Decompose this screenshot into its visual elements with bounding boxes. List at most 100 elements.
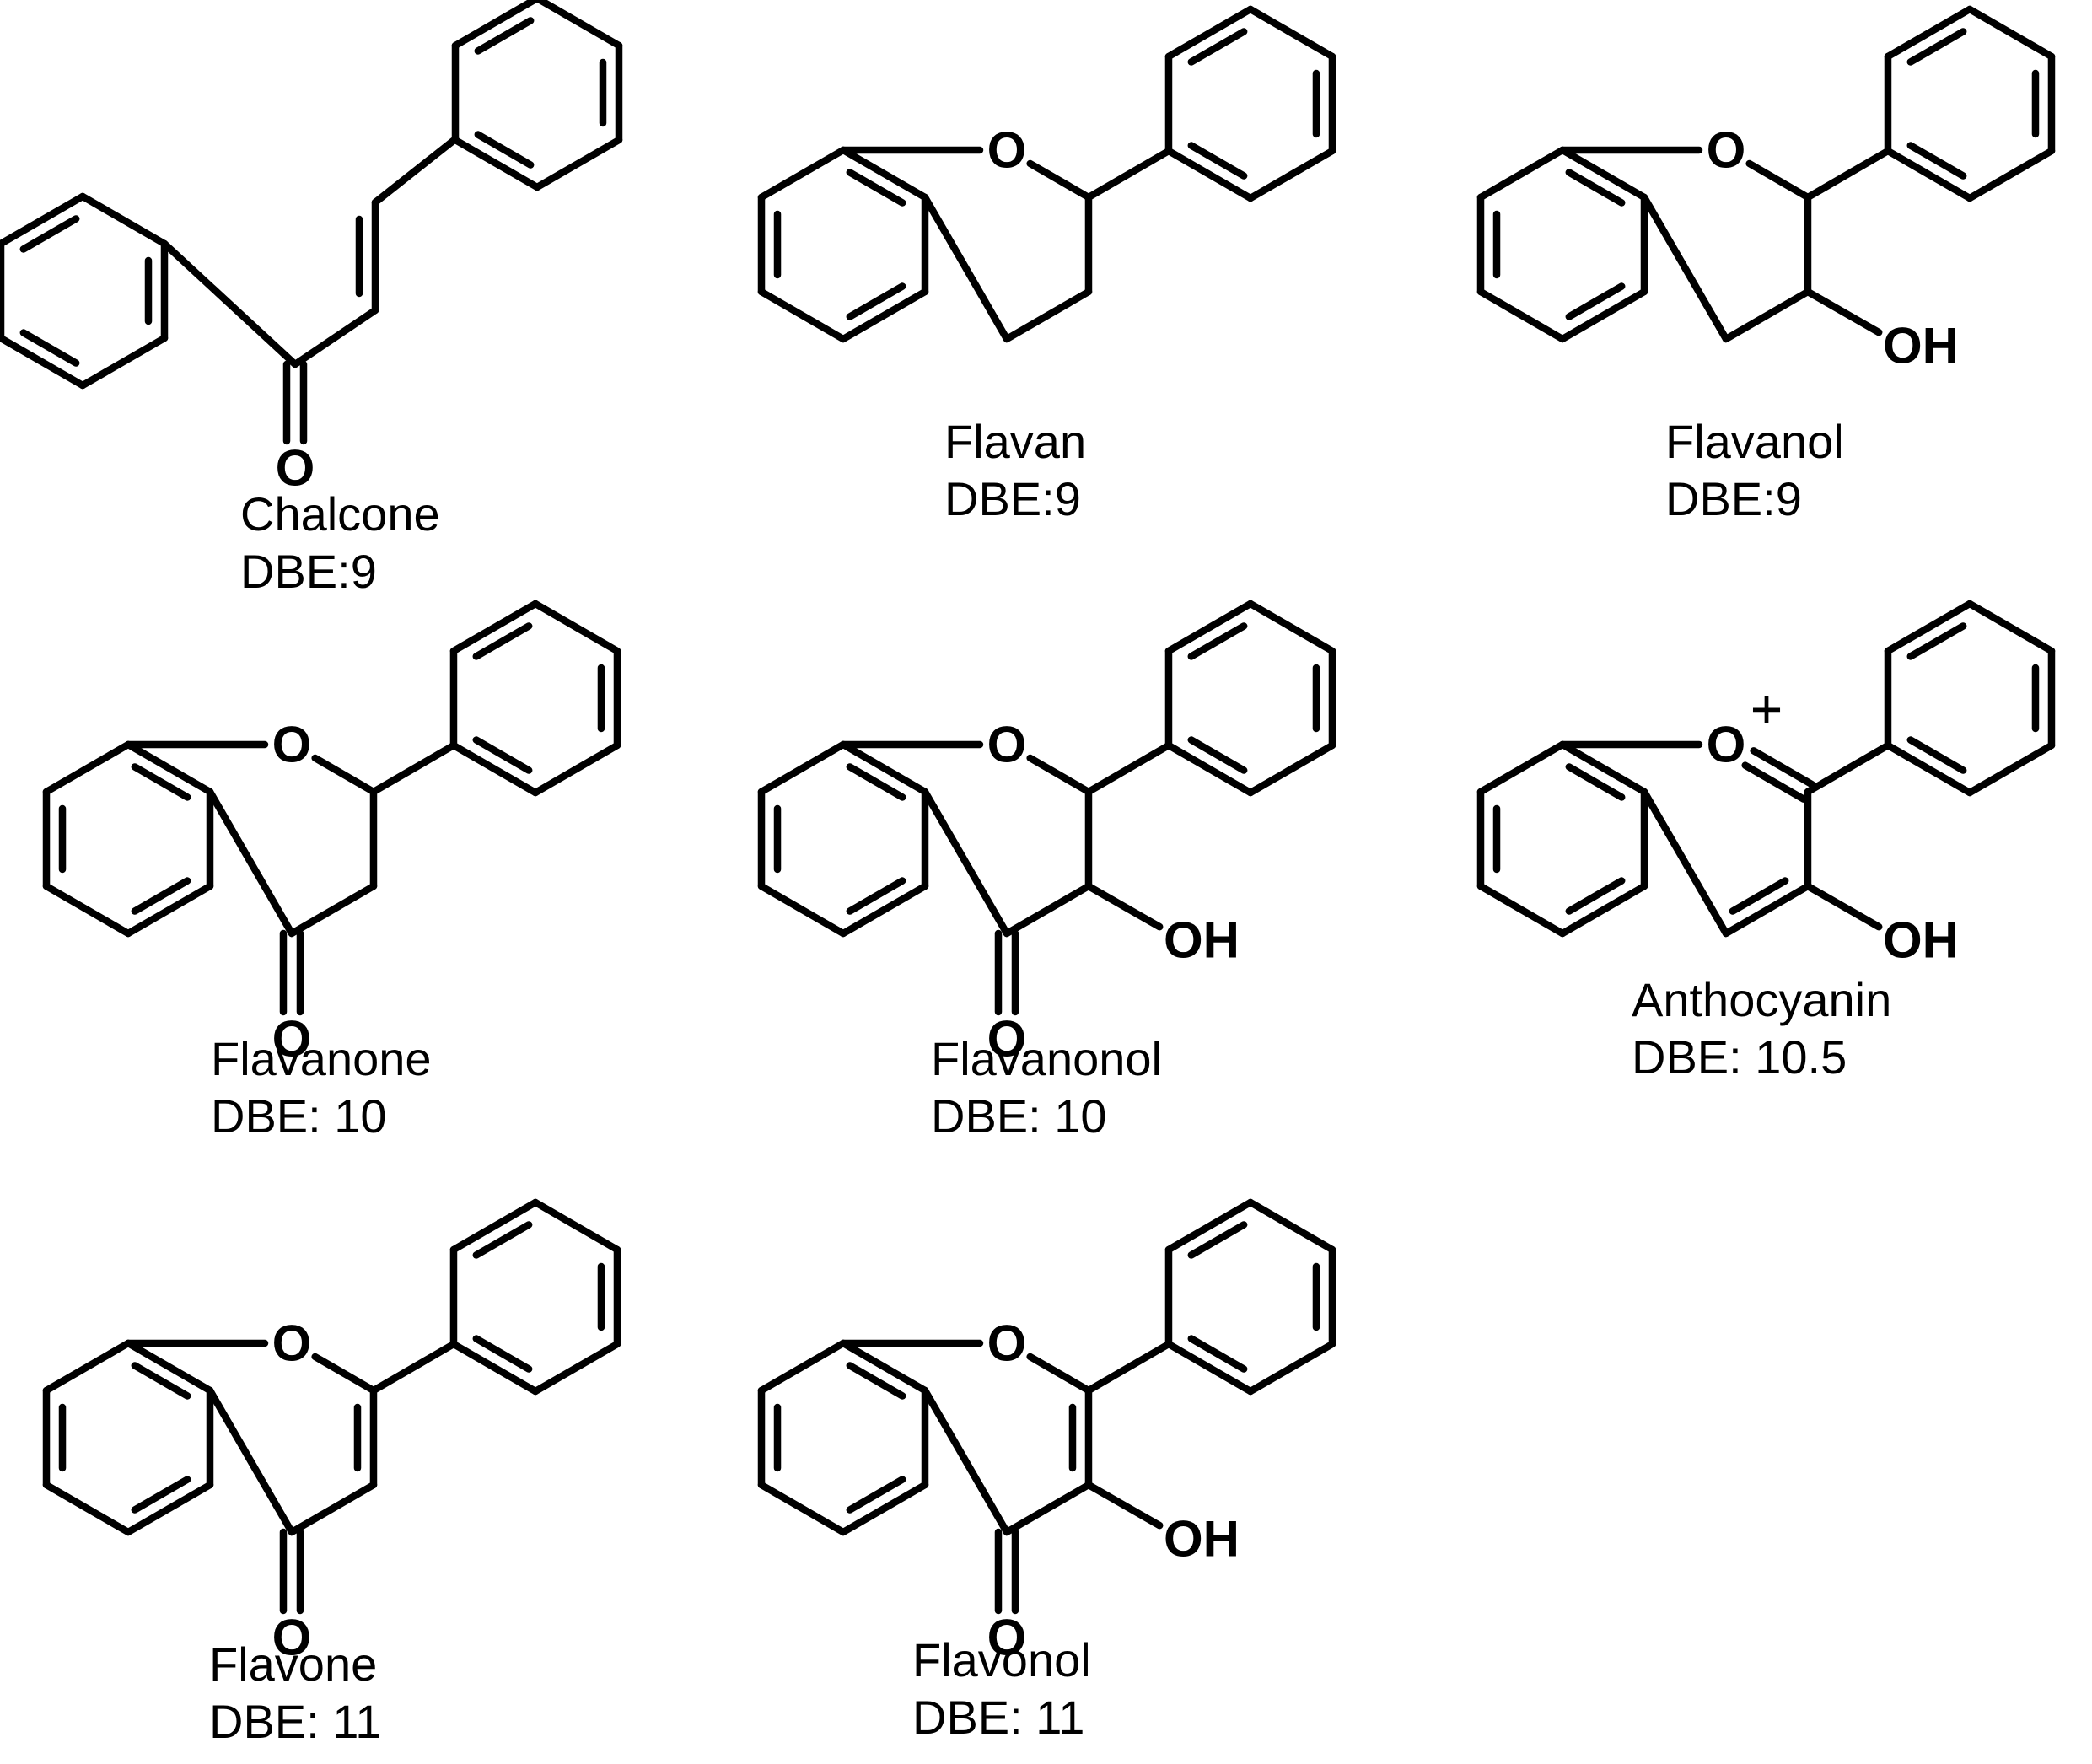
single-bond (78, 192, 169, 248)
double-bond-inner-line (472, 736, 533, 774)
single-bond (1476, 288, 1567, 343)
single-bond (449, 1198, 540, 1254)
double-bond-inner-line (1729, 877, 1789, 915)
single-bond (1804, 147, 1892, 202)
single-bond (1084, 1340, 1173, 1395)
single-bond (1084, 147, 1173, 202)
single-bond (1884, 600, 1974, 655)
single-bond (757, 1339, 847, 1395)
structure-flavanol: O OH (1476, 5, 2056, 374)
compound-dbe-flavanol: DBE:9 (1665, 472, 1802, 525)
single-bond (1164, 1340, 1255, 1396)
single-bond (1246, 741, 1336, 797)
double-bond-inner-line (1906, 622, 1967, 660)
ring-oxygen: O (1707, 122, 1746, 179)
single-bond (124, 740, 214, 796)
single-bond (1640, 193, 1730, 343)
single-bond (1246, 147, 1336, 202)
single-bond (534, 0, 623, 50)
single-bond (449, 1340, 540, 1396)
single-bond (1558, 288, 1648, 343)
single-bond (0, 334, 87, 390)
single-bond (206, 1386, 296, 1536)
single-bond (1003, 288, 1093, 343)
single-bond (311, 754, 378, 796)
single-bond (124, 1481, 214, 1536)
single-bond (1745, 159, 1812, 202)
double-bond-inner-line (846, 763, 906, 801)
single-bond (839, 882, 929, 938)
single-bond (1164, 147, 1255, 202)
single-bond (531, 600, 621, 655)
single-bond (371, 135, 460, 207)
carbonyl-oxygen: O (987, 1011, 1027, 1068)
compound-dbe-flavone: DBE: 11 (209, 1695, 382, 1748)
compound-name-flavone: Flavone (209, 1638, 378, 1691)
single-bond (311, 1353, 378, 1395)
single-bond (42, 740, 132, 796)
compound-name-flavanone: Flavanone (211, 1032, 432, 1085)
structure-flavone: OO (42, 1198, 621, 1666)
single-bond (1026, 159, 1093, 202)
single-bond (839, 740, 929, 796)
single-bond (1722, 288, 1812, 343)
single-bond (1804, 288, 1883, 336)
single-bond (1558, 882, 1648, 938)
single-bond (451, 136, 541, 191)
double-bond-inner-line (1187, 1221, 1248, 1259)
caption-flavanonol: Flavanonol DBE: 10 (931, 1030, 1162, 1145)
hydroxyl-group: OH (1883, 318, 1959, 374)
double-bond-inner-line (19, 215, 80, 253)
single-bond (757, 146, 847, 202)
compound-dbe-flavanonol: DBE: 10 (931, 1089, 1107, 1143)
carbonyl-oxygen: O (272, 1610, 312, 1666)
compound-name-anthocyanin: Anthocyanin (1632, 973, 1892, 1026)
compound-dbe-flavan: DBE:9 (944, 472, 1081, 525)
ring-oxygen-cation: O (1707, 717, 1746, 773)
compound-name-flavonol: Flavonol (912, 1633, 1091, 1686)
single-bond (839, 1339, 929, 1395)
single-bond (1966, 5, 2056, 61)
double-bond-inner-line (846, 1362, 906, 1400)
compound-dbe-flavanone: DBE: 10 (211, 1089, 387, 1143)
compound-name-flavan: Flavan (944, 415, 1087, 468)
caption-flavonol: Flavonol DBE: 11 (912, 1632, 1091, 1746)
single-bond (449, 600, 540, 655)
single-bond (1966, 147, 2056, 202)
double-bond-inner-line (474, 17, 535, 55)
double-bond-inner-line (1565, 282, 1626, 320)
double-bond-inner-line (1565, 169, 1626, 207)
single-bond (1246, 600, 1336, 655)
single-bond (531, 1340, 621, 1396)
single-bond (42, 1481, 132, 1536)
single-bond (757, 288, 847, 343)
single-bond (839, 288, 929, 343)
single-bond (1476, 740, 1567, 796)
single-bond (1084, 1481, 1164, 1530)
double-bond-line (1741, 761, 1808, 803)
single-bond (757, 740, 847, 796)
double-bond-inner-line (1187, 142, 1248, 180)
double-bond-inner-line (1906, 736, 1967, 774)
carbonyl-oxygen: O (272, 1011, 312, 1068)
single-bond (369, 1340, 458, 1395)
caption-flavone: Flavone DBE: 11 (209, 1636, 381, 1751)
double-bond-inner-line (472, 1221, 533, 1259)
ring-oxygen: O (987, 1315, 1027, 1372)
single-bond (1558, 740, 1648, 796)
structure-anthocyanin: O+OH (1476, 600, 2056, 969)
double-bond-inner-line (131, 1362, 191, 1400)
structure-flavanone: OO (42, 600, 621, 1068)
compound-name-flavanol: Flavanol (1665, 415, 1844, 468)
double-bond-inner-line (1187, 622, 1248, 660)
single-bond (1084, 741, 1173, 796)
double-bond-inner-line (846, 877, 906, 915)
caption-anthocyanin: Anthocyanin DBE: 10.5 (1632, 971, 1891, 1086)
double-bond-inner-line (131, 763, 191, 801)
carbonyl-oxygen: O (987, 1610, 1027, 1666)
single-bond (533, 136, 623, 191)
single-bond (1476, 146, 1567, 202)
